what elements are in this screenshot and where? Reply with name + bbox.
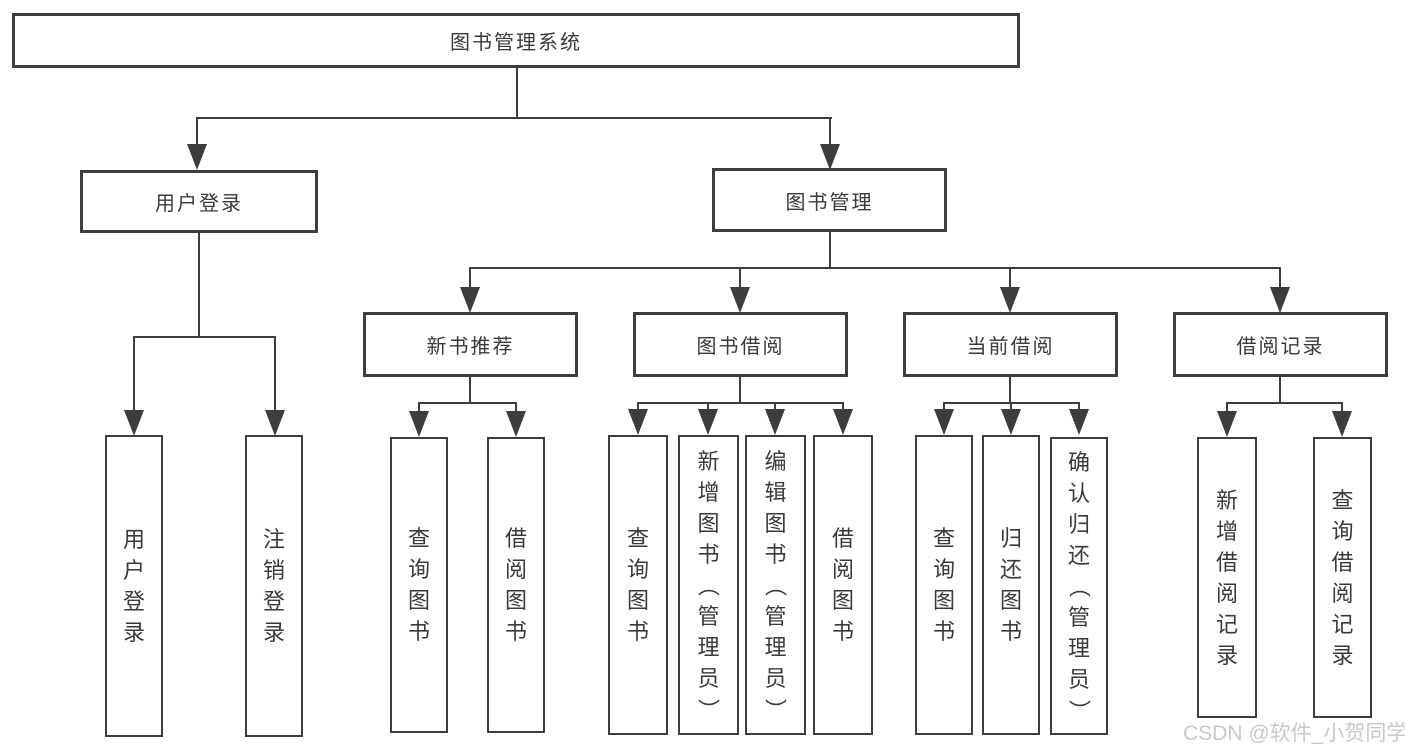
arrow-down-icon: [628, 409, 648, 435]
arrow-down-icon: [934, 409, 954, 435]
node-current-borrow: 当前借阅: [903, 312, 1118, 377]
arrow-down-icon: [765, 409, 785, 435]
node-label: 查询借阅记录: [1331, 487, 1354, 668]
connector-line: [469, 377, 471, 404]
arrow-down-icon: [1217, 411, 1237, 437]
connector-line: [418, 402, 517, 404]
connector-line: [1226, 402, 1228, 413]
node-label: 注销登录: [262, 527, 285, 645]
connector-line: [842, 402, 844, 411]
arrow-down-icon: [730, 287, 750, 313]
connector-line: [274, 336, 276, 412]
watermark: CSDN @软件_小贺同学: [1183, 722, 1405, 745]
node-label: 图书管理系统: [450, 32, 582, 54]
node-label: 图书借阅: [696, 336, 785, 358]
connector-line: [1009, 267, 1011, 289]
leaf-add-borrow-record: 新增借阅记录: [1197, 437, 1257, 718]
arrow-down-icon: [506, 411, 526, 437]
arrow-down-icon: [1069, 409, 1089, 435]
leaf-add-book-admin: 新增图书（管理员）: [678, 435, 739, 735]
connector-line: [1009, 377, 1011, 404]
connector-line: [196, 117, 198, 147]
leaf-query-books-1: 查询图书: [390, 437, 448, 733]
node-book-management: 图书管理: [712, 168, 947, 232]
arrow-down-icon: [698, 409, 718, 435]
node-label: 查询图书: [626, 526, 649, 644]
connector-line: [637, 402, 844, 404]
connector-line: [707, 402, 709, 411]
arrow-down-icon: [833, 409, 853, 435]
connector-line: [637, 402, 639, 411]
node-label: 查询图书: [932, 526, 955, 644]
arrow-down-icon: [1001, 409, 1021, 435]
arrow-down-icon: [1270, 287, 1290, 313]
connector-line: [1226, 402, 1343, 404]
connector-line: [1078, 402, 1080, 411]
leaf-confirm-return-admin: 确认归还（管理员）: [1050, 437, 1108, 735]
node-label: 借阅图书: [504, 526, 527, 644]
node-label: 图书管理: [785, 191, 874, 214]
arrow-down-icon: [409, 411, 429, 437]
node-label: 查询图书: [407, 526, 430, 644]
node-label: 借阅记录: [1236, 336, 1325, 358]
connector-line: [774, 402, 776, 411]
leaf-edit-book-admin: 编辑图书（管理员）: [745, 435, 806, 735]
arrow-down-icon: [187, 144, 207, 170]
node-borrow-records: 借阅记录: [1173, 312, 1388, 377]
connector-line: [469, 267, 1281, 269]
leaf-logout: 注销登录: [245, 435, 303, 737]
connector-line: [198, 233, 200, 337]
connector-line: [943, 402, 945, 411]
connector-line: [739, 377, 741, 404]
leaf-borrow-books-1: 借阅图书: [487, 437, 545, 733]
leaf-query-borrow-record: 查询借阅记录: [1313, 437, 1372, 718]
node-label: 用户登录: [155, 193, 243, 215]
connector-line: [418, 402, 420, 412]
leaf-user-login: 用户登录: [105, 435, 163, 737]
node-label: 用户登录: [122, 527, 145, 645]
arrow-down-icon: [820, 144, 840, 170]
node-label: 新增借阅记录: [1215, 487, 1238, 668]
connector-line: [1341, 402, 1343, 413]
connector-line: [469, 267, 471, 289]
connector-line: [515, 402, 517, 412]
connector-line: [196, 117, 832, 119]
connector-line: [133, 336, 276, 338]
leaf-borrow-books-2: 借阅图书: [813, 435, 873, 735]
arrow-down-icon: [1000, 287, 1020, 313]
node-new-book-recommend: 新书推荐: [363, 312, 578, 377]
leaf-query-books-2: 查询图书: [608, 435, 668, 735]
arrow-down-icon: [124, 410, 144, 436]
node-label: 编辑图书（管理员）: [762, 448, 788, 721]
connector-line: [1279, 377, 1281, 404]
node-label: 新增图书（管理员）: [695, 448, 721, 721]
connector-line: [516, 68, 518, 118]
node-label: 确认归还（管理员）: [1066, 449, 1092, 722]
connector-line: [133, 336, 135, 412]
node-label: 新书推荐: [426, 336, 515, 358]
node-label: 归还图书: [999, 526, 1022, 644]
arrow-down-icon: [1332, 411, 1352, 437]
arrow-down-icon: [460, 287, 480, 313]
leaf-return-books: 归还图书: [982, 435, 1040, 735]
leaf-query-books-3: 查询图书: [915, 435, 973, 735]
connector-line: [1279, 267, 1281, 289]
arrow-down-icon: [265, 410, 285, 436]
connector-line: [829, 232, 831, 269]
node-library-system: 图书管理系统: [12, 13, 1020, 68]
node-label: 当前借阅: [966, 336, 1055, 358]
node-book-borrow: 图书借阅: [633, 312, 848, 377]
connector-line: [739, 267, 741, 289]
node-label: 借阅图书: [831, 526, 854, 644]
node-user-login: 用户登录: [80, 170, 318, 233]
connector-line: [1010, 402, 1012, 411]
connector-line: [829, 117, 831, 147]
